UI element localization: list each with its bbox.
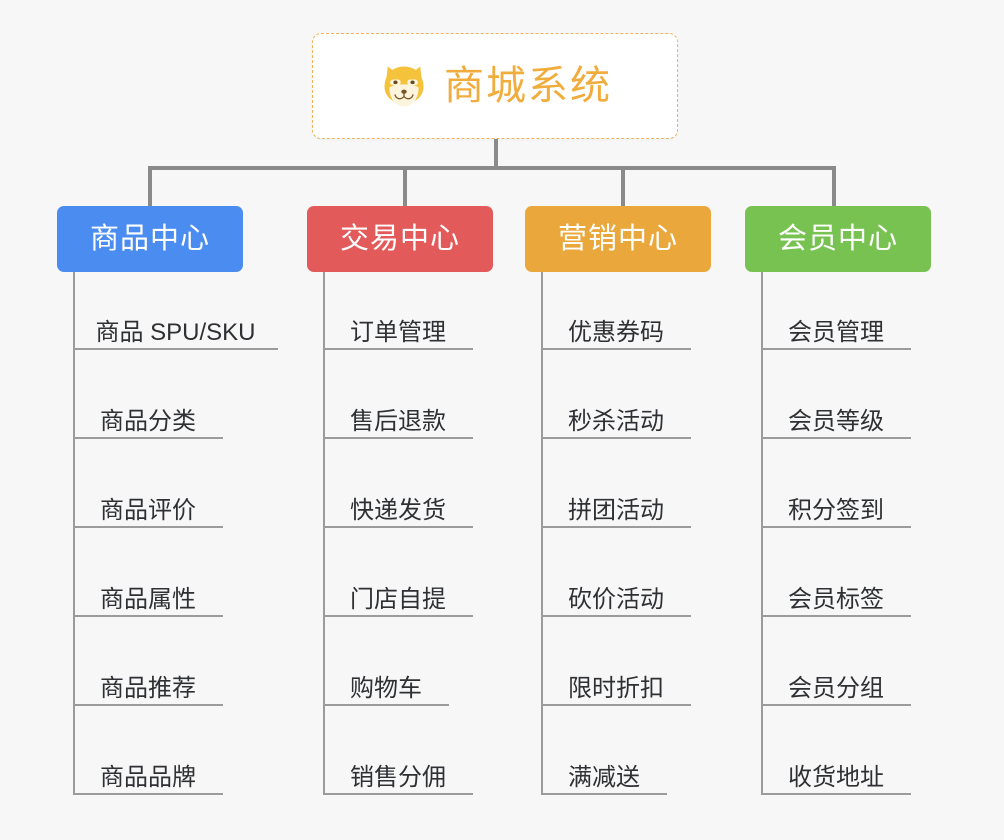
leaf-underline (761, 526, 911, 528)
shiba-dog-face-icon (384, 66, 424, 107)
leaf-underline (73, 615, 223, 617)
leaf-item-label: 会员等级 (788, 408, 884, 435)
leaf-item-label: 商品品牌 (100, 764, 196, 791)
category-label: 商品中心 (89, 222, 210, 255)
leaf-item-label: 满减送 (568, 764, 640, 791)
leaf-underline (761, 615, 911, 617)
category-box-3[interactable]: 营销中心 (525, 206, 711, 272)
leaf-underline (323, 348, 473, 350)
leaf-underline (761, 437, 911, 439)
leaf-underline (73, 704, 223, 706)
leaf-item-label: 拼团活动 (568, 497, 664, 524)
leaf-underline (73, 793, 223, 795)
root-node[interactable]: 商城系统 (312, 33, 678, 139)
leaf-underline (541, 704, 691, 706)
branch-trunk-line (541, 272, 543, 795)
leaf-item-label: 商品 SPU/SKU (95, 319, 256, 346)
leaf-item-label: 商品评价 (100, 497, 196, 524)
leaf-underline (73, 348, 278, 350)
leaf-item-label: 会员分组 (788, 675, 884, 702)
leaf-item-label: 售后退款 (350, 408, 446, 435)
leaf-item-label: 快递发货 (350, 497, 446, 524)
category-box-1[interactable]: 商品中心 (57, 206, 243, 272)
leaf-underline (323, 437, 473, 439)
category-label: 交易中心 (339, 222, 460, 255)
leaf-item-label: 销售分佣 (350, 764, 446, 791)
leaf-underline (541, 526, 691, 528)
leaf-underline (323, 704, 449, 706)
leaf-item-label: 砍价活动 (568, 586, 664, 613)
leaf-item-label: 商品推荐 (100, 675, 196, 702)
leaf-underline (541, 615, 691, 617)
leaf-item-label: 商品分类 (100, 408, 196, 435)
leaf-item-label: 商品属性 (100, 586, 196, 613)
leaf-item-label: 购物车 (350, 675, 422, 702)
category-drop-connector (832, 166, 836, 206)
leaf-underline (323, 793, 473, 795)
category-label: 会员中心 (777, 222, 898, 255)
leaf-underline (73, 437, 223, 439)
leaf-underline (323, 526, 473, 528)
category-box-2[interactable]: 交易中心 (307, 206, 493, 272)
leaf-underline (761, 793, 911, 795)
leaf-item-label: 收货地址 (788, 764, 884, 791)
leaf-underline (541, 437, 691, 439)
category-drop-connector (403, 166, 407, 206)
horizontal-bus-connector (148, 166, 836, 170)
leaf-item-label: 秒杀活动 (568, 408, 664, 435)
leaf-item-label: 会员管理 (788, 319, 884, 346)
leaf-item-label: 会员标签 (788, 586, 884, 613)
category-drop-connector (148, 166, 152, 206)
leaf-item-label: 门店自提 (350, 586, 446, 613)
leaf-underline (761, 704, 911, 706)
category-box-4[interactable]: 会员中心 (745, 206, 931, 272)
leaf-underline (541, 793, 667, 795)
leaf-item-label: 优惠券码 (568, 319, 664, 346)
branch-trunk-line (761, 272, 763, 795)
leaf-item-label: 限时折扣 (568, 675, 664, 702)
branch-trunk-line (73, 272, 75, 795)
root-stem-connector (494, 139, 498, 168)
branch-trunk-line (323, 272, 325, 795)
leaf-underline (761, 348, 911, 350)
root-title: 商城系统 (444, 64, 612, 108)
category-drop-connector (621, 166, 625, 206)
category-label: 营销中心 (557, 222, 678, 255)
leaf-underline (73, 526, 223, 528)
leaf-underline (323, 615, 473, 617)
leaf-item-label: 积分签到 (788, 497, 884, 524)
leaf-underline (541, 348, 691, 350)
leaf-item-label: 订单管理 (350, 319, 446, 346)
